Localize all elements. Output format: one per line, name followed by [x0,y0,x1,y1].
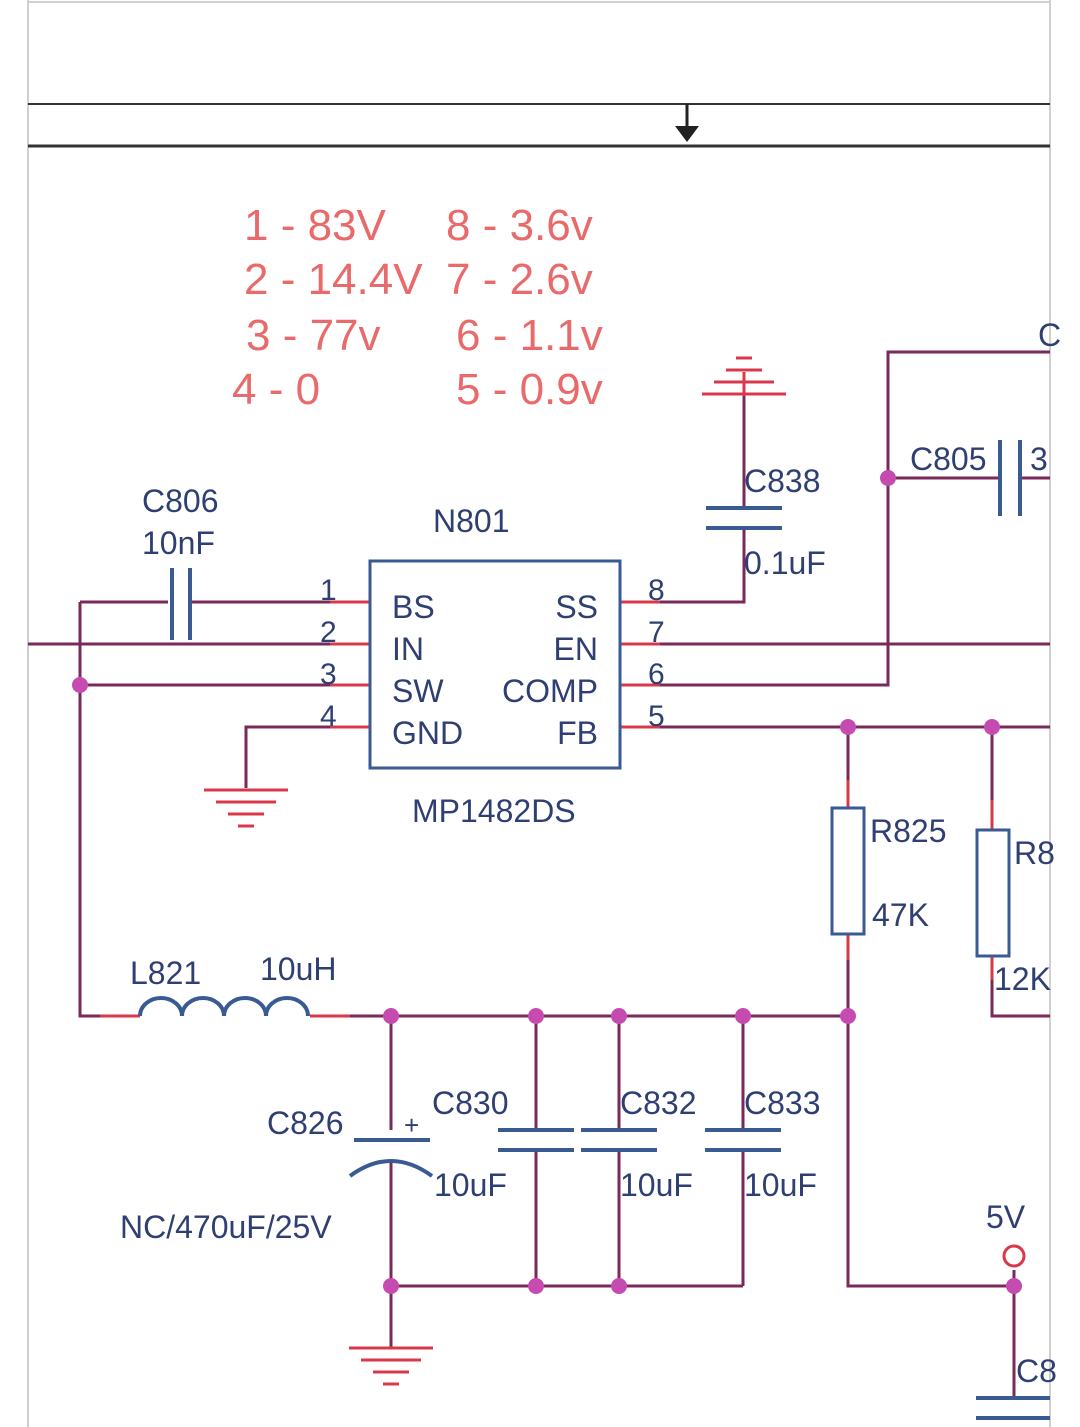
r8-ref-partial: R8 [1014,835,1055,871]
junction-dot [880,470,896,486]
pin-num-3: 3 [320,658,337,691]
junction-dot [72,677,88,693]
l821-value: 10uH [260,951,337,987]
c8-ref-partial: C8 [1016,1353,1057,1389]
c838-value: 0.1uF [744,545,826,581]
capacitor-c8-partial: C8 [976,1353,1057,1420]
c832-value: 10uF [620,1167,693,1203]
junction-dot [528,1278,544,1294]
r8-value-partial: 12K [994,961,1051,997]
pin-num-7: 7 [648,616,665,649]
wires [28,350,1050,1400]
top-right-partial-label: C [1038,317,1061,353]
note-pin2: 2 - 14.4V [244,255,423,304]
c833-ref: C833 [744,1085,821,1121]
note-pin1: 1 - 83V [244,201,387,250]
junction-dot [735,1008,751,1024]
junctions [72,470,1022,1294]
c806-value: 10nF [142,525,215,561]
ic-body [368,559,622,770]
pin-name-ss: SS [555,589,598,625]
capacitor-c805: C805 3 [910,440,1048,516]
c830-value: 10uF [434,1167,507,1203]
ic-ref: N801 [433,503,510,539]
c838-ref: C838 [744,463,821,499]
note-pin4: 4 - 0 [232,365,320,414]
pin-name-in: IN [392,631,424,667]
capacitor-c838: C838 0.1uF [706,463,826,581]
pin-num-1: 1 [320,574,337,607]
c805-value-partial: 3 [1030,441,1048,477]
pin-name-bs: BS [392,589,435,625]
note-pin5: 5 - 0.9v [456,365,603,414]
note-pin7: 7 - 2.6v [446,255,593,304]
junction-dot [383,1278,399,1294]
ground-icon [349,1346,433,1386]
capacitor-c832: C832 10uF [581,1085,697,1203]
c806-ref: C806 [142,483,219,519]
c830-ref: C830 [432,1085,509,1121]
pin-num-2: 2 [320,616,337,649]
capacitor-c830: C830 10uF [432,1085,574,1203]
inductor-l821: L821 10uH [130,951,337,1017]
pin-name-fb: FB [557,715,598,751]
resistor-r8-partial: R8 12K [975,828,1055,997]
rail-5v-label: 5V [986,1199,1026,1235]
pin-num-4: 4 [320,700,337,733]
capacitor-c806: C806 10nF [142,483,219,640]
junction-dot [984,719,1000,735]
ground-icon [204,788,288,828]
junction-dot [611,1008,627,1024]
rail-terminal-icon [1002,1244,1026,1268]
pin-name-gnd: GND [392,715,463,751]
pin-num-5: 5 [648,700,665,733]
capacitor-c833: C833 10uF [705,1085,821,1203]
junction-dot [611,1278,627,1294]
rail-5v: 5V [986,1199,1026,1268]
pin-name-sw: SW [392,673,444,709]
resistor-r825: R825 47K [830,806,947,936]
junction-dot [840,719,856,735]
r825-ref: R825 [870,813,947,849]
c833-value: 10uF [744,1167,817,1203]
down-arrow-icon [675,104,699,142]
pin-name-comp: COMP [502,673,598,709]
note-pin6: 6 - 1.1v [456,311,603,360]
note-pin8: 8 - 3.6v [446,201,593,250]
l821-ref: L821 [130,955,201,991]
ic-part: MP1482DS [412,793,576,829]
frame [27,0,1051,1427]
pin-name-en: EN [554,631,598,667]
junction-dot [383,1008,399,1024]
r825-value: 47K [872,897,929,933]
c832-ref: C832 [620,1085,697,1121]
c826-value: NC/470uF/25V [120,1209,332,1245]
capacitor-c826: + C826 NC/470uF/25V [120,1105,434,1245]
pin-num-8: 8 [648,574,665,607]
ground-icon [702,356,786,396]
c805-ref: C805 [910,441,987,477]
voltage-notes: 1 - 83V 2 - 14.4V 3 - 77v 4 - 0 8 - 3.6v… [232,201,603,414]
junction-dot [840,1008,856,1024]
junction-dot [1006,1278,1022,1294]
junction-dot [528,1008,544,1024]
pin-num-6: 6 [648,658,665,691]
note-pin3: 3 - 77v [246,311,381,360]
ic-n801: N801 MP1482DS BS IN SW GND SS EN COMP FB… [320,503,665,829]
c826-polarity: + [404,1110,419,1140]
c826-ref: C826 [267,1105,344,1141]
